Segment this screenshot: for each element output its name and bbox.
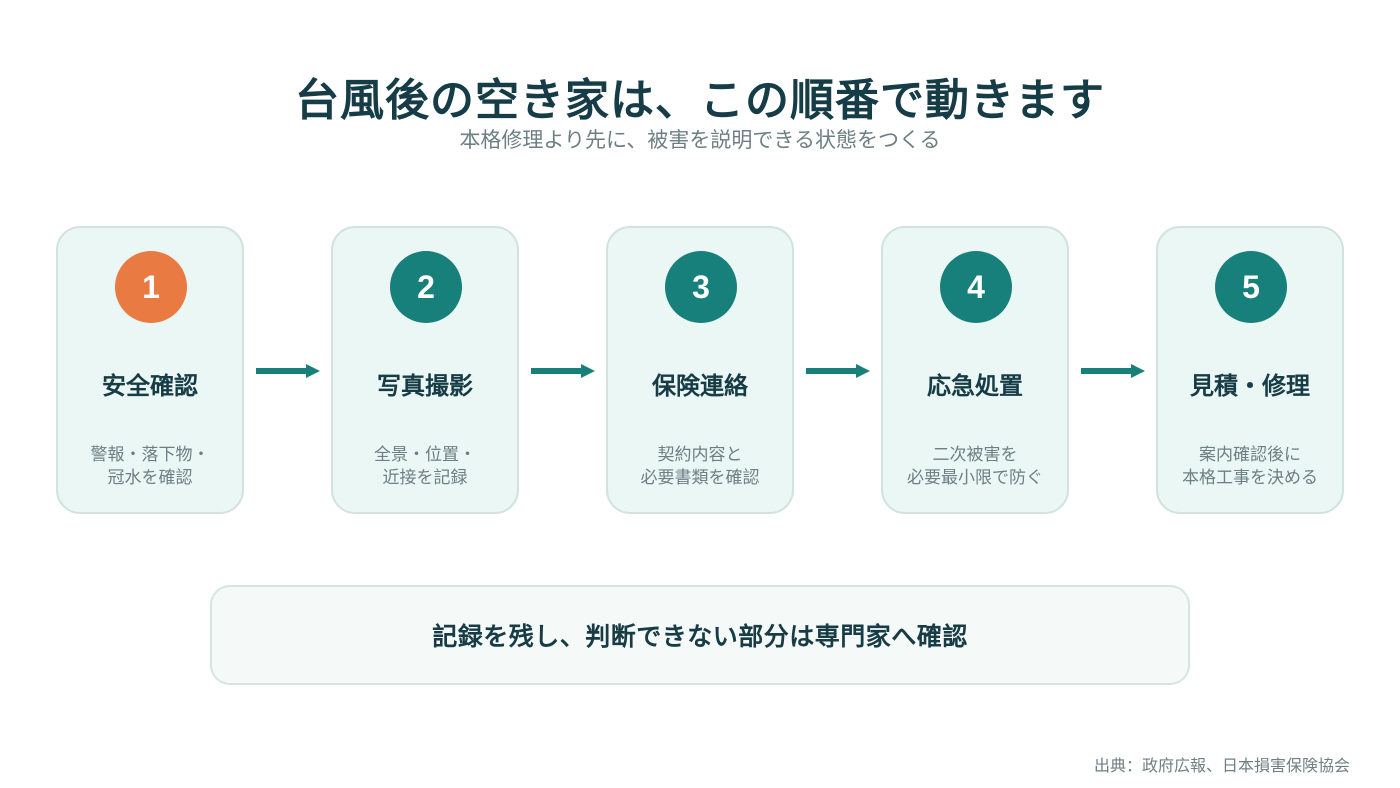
step-card-1: 1 安全確認 警報・落下物・ 冠水を確認 — [56, 226, 244, 514]
step-description-1: 警報・落下物・ 冠水を確認 — [90, 445, 210, 488]
step-title-4: 応急処置 — [927, 372, 1023, 400]
arrow-right-icon — [1081, 362, 1145, 380]
arrow-right-icon — [531, 362, 595, 380]
step-card-3: 3 保険連絡 契約内容と 必要書類を確認 — [606, 226, 794, 514]
diagram-subtitle: 本格修理より先に、被害を説明できる状態をつくる — [459, 128, 941, 152]
diagram-title: 台風後の空き家は、この順番で動きます — [295, 75, 1105, 126]
step-title-2: 写真撮影 — [377, 372, 473, 400]
step-number-4: 4 — [940, 251, 1012, 323]
step-description-3: 契約内容と 必要書類を確認 — [640, 445, 760, 488]
step-card-4: 4 応急処置 二次被害を 必要最小限で防ぐ — [881, 226, 1069, 514]
step-card-2: 2 写真撮影 全景・位置・ 近接を記録 — [331, 226, 519, 514]
step-number-5: 5 — [1215, 251, 1287, 323]
source-note: 出典：政府広報、日本損害保険協会 — [1093, 756, 1350, 775]
step-number-3: 3 — [665, 251, 737, 323]
step-title-3: 保険連絡 — [652, 372, 748, 400]
arrow-right-icon — [256, 362, 320, 380]
summary-text: 記録を残し、判断できない部分は専門家へ確認 — [432, 622, 968, 651]
step-title-1: 安全確認 — [102, 372, 198, 400]
step-title-5: 見積・修理 — [1190, 372, 1310, 400]
summary-panel: 記録を残し、判断できない部分は専門家へ確認 — [210, 585, 1190, 685]
step-description-2: 全景・位置・ 近接を記録 — [374, 445, 476, 488]
arrow-right-icon — [806, 362, 870, 380]
step-description-4: 二次被害を 必要最小限で防ぐ — [907, 445, 1043, 488]
step-number-2: 2 — [390, 251, 462, 323]
step-description-5: 案内確認後に 本格工事を決める — [1182, 445, 1318, 488]
step-number-1: 1 — [115, 251, 187, 323]
step-card-5: 5 見積・修理 案内確認後に 本格工事を決める — [1156, 226, 1344, 514]
